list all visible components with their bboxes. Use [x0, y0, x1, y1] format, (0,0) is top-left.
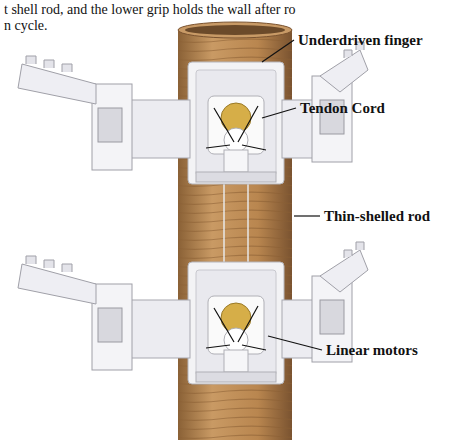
part-label: Tendon Cord — [300, 99, 385, 117]
part-label: Thin-shelled rod — [324, 207, 430, 225]
caption-fragment: n cycle. — [4, 18, 48, 34]
part-label: Linear motors — [326, 341, 418, 359]
caption-fragment: t shell rod, and the lower grip holds th… — [4, 2, 296, 18]
part-label: Underdriven finger — [298, 31, 423, 49]
